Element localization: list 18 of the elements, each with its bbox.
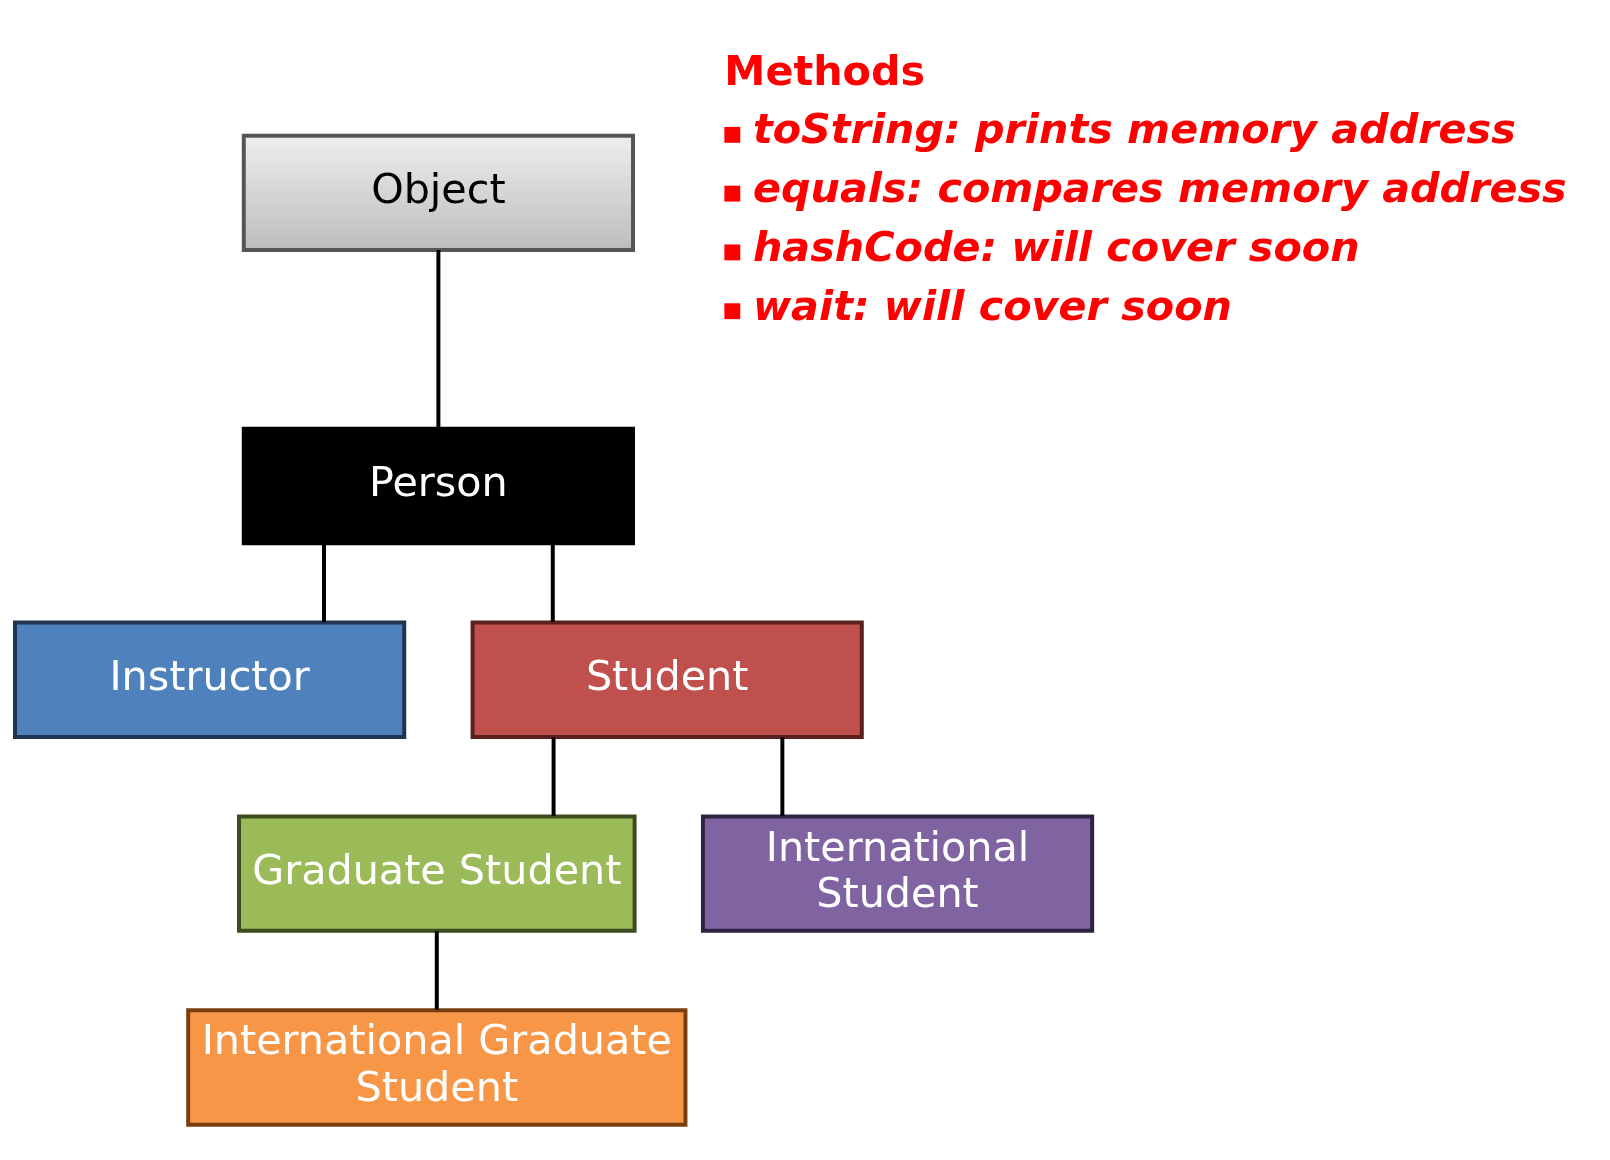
label: hashCode: will cover soon [752,222,1360,271]
connector [322,543,326,622]
connector [551,736,556,816]
node-box: International Graduate Student [186,1007,688,1127]
node-box: Graduate Student [237,813,637,933]
label: equals: compares memory address [752,163,1567,212]
label: Methods [724,45,926,94]
node-box: International Student [700,813,1095,933]
node-box: Person [241,426,635,545]
node-box: Object [241,133,635,252]
label: toString: prints memory address [752,104,1516,153]
label: wait: will cover soon [752,281,1233,330]
connector [436,249,441,428]
connector [550,543,555,622]
node-box: Student [470,620,864,739]
connector [780,736,785,816]
node-box: Instructor [13,620,407,739]
connector [434,930,439,1010]
